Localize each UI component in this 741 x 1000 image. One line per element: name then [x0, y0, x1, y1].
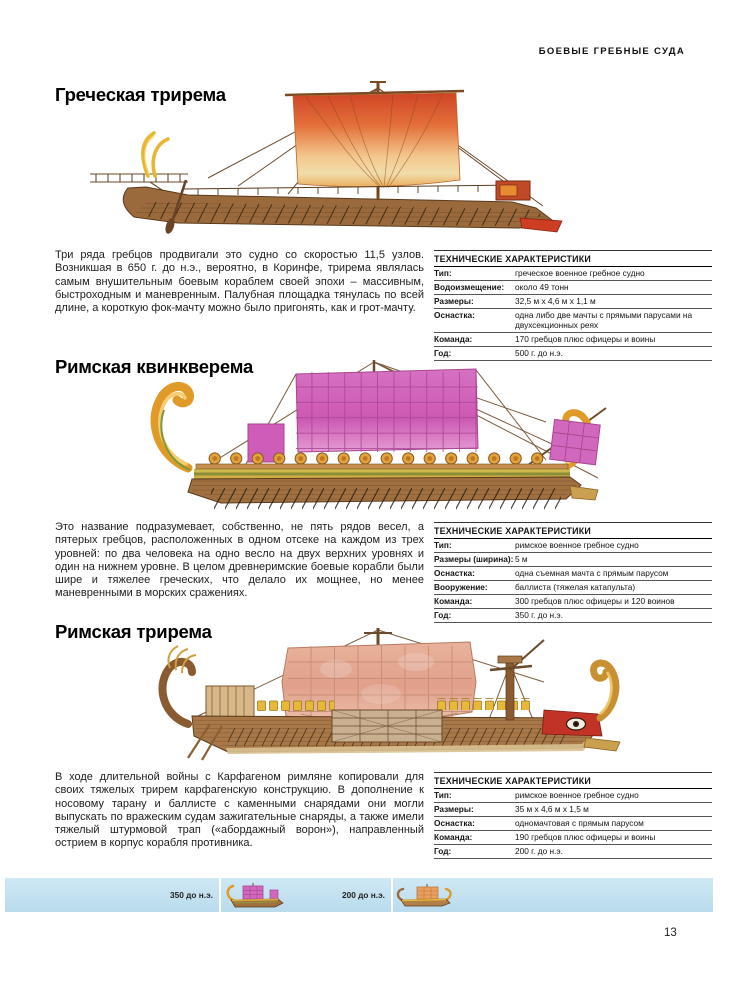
spec-row: Водоизмещение:около 49 тонн [434, 281, 712, 295]
spec-table-header: ТЕХНИЧЕСКИЕ ХАРАКТЕРИСТИКИ [434, 773, 712, 789]
timeline-ship-trireme-icon [396, 884, 452, 907]
running-head: БОЕВЫЕ ГРЕБНЫЕ СУДА [538, 46, 685, 57]
timeline-year-350: 350 до н.э. [170, 890, 213, 900]
section-title-roman-quinquereme: Римская квинкверема [55, 356, 254, 377]
section-title-roman-trireme: Римская трирема [55, 621, 212, 642]
timeline-divider [391, 878, 393, 912]
timeline-year-200: 200 до н.э. [342, 890, 385, 900]
spec-row: Тип:римское военное гребное судно [434, 789, 712, 803]
page-number: 13 [664, 927, 677, 939]
spec-row: Команда:170 гребцов плюс офицеры и воины [434, 333, 712, 347]
spec-table-header: ТЕХНИЧЕСКИЕ ХАРАКТЕРИСТИКИ [434, 251, 712, 267]
spec-row: Размеры:32,5 м x 4,6 м x 1,1 м [434, 295, 712, 309]
spec-row: Оснастка:одна съемная мачта с прямым пар… [434, 567, 712, 581]
timeline-ship-quinquereme-icon [226, 883, 284, 908]
spec-row: Команда:190 гребцов плюс офицеры и воины [434, 831, 712, 845]
spec-row: Год:200 г. до н.э. [434, 845, 712, 859]
spec-row: Размеры (ширина):5 м [434, 553, 712, 567]
timeline-divider [219, 878, 221, 912]
spec-table-roman-trireme: ТЕХНИЧЕСКИЕ ХАРАКТЕРИСТИКИ Тип:римское в… [434, 772, 712, 859]
spec-row: Размеры:35 м x 4,6 м x 1,5 м [434, 803, 712, 817]
spec-row: Тип:греческое военное гребное судно [434, 267, 712, 281]
paragraph-greek-trireme: Три ряда гребцов продвигали это судно со… [55, 249, 424, 315]
spec-row: Оснастка:одна либо две мачты с прямыми п… [434, 309, 712, 333]
greek-trireme-illustration [90, 81, 563, 234]
spec-row: Вооружение:баллиста (тяжелая катапульта) [434, 581, 712, 595]
spec-table-header: ТЕХНИЧЕСКИЕ ХАРАКТЕРИСТИКИ [434, 523, 712, 539]
roman-quinquereme-illustration [150, 360, 607, 513]
paragraph-roman-trireme: В ходе длительной войны с Карфагеном рим… [55, 771, 424, 850]
section-title-greek-trireme: Греческая трирема [55, 84, 226, 105]
spec-row: Команда:300 гребцов плюс офицеры и 120 в… [434, 595, 712, 609]
spec-table-greek-trireme: ТЕХНИЧЕСКИЕ ХАРАКТЕРИСТИКИ Тип:греческое… [434, 250, 712, 361]
spec-table-roman-quinquereme: ТЕХНИЧЕСКИЕ ХАРАКТЕРИСТИКИ Тип:римское в… [434, 522, 712, 623]
roman-trireme-illustration [158, 628, 621, 761]
spec-row: Год:500 г. до н.э. [434, 347, 712, 361]
spec-row: Год:350 г. до н.э. [434, 609, 712, 623]
paragraph-roman-quinquereme: Это название подразумевает, собственно, … [55, 521, 424, 600]
spec-row: Тип:римское военное гребное судно [434, 539, 712, 553]
timeline-strip: 350 до н.э. 200 до н.э. [5, 878, 713, 912]
spec-row: Оснастка:одномачтовая с прямым парусом [434, 817, 712, 831]
